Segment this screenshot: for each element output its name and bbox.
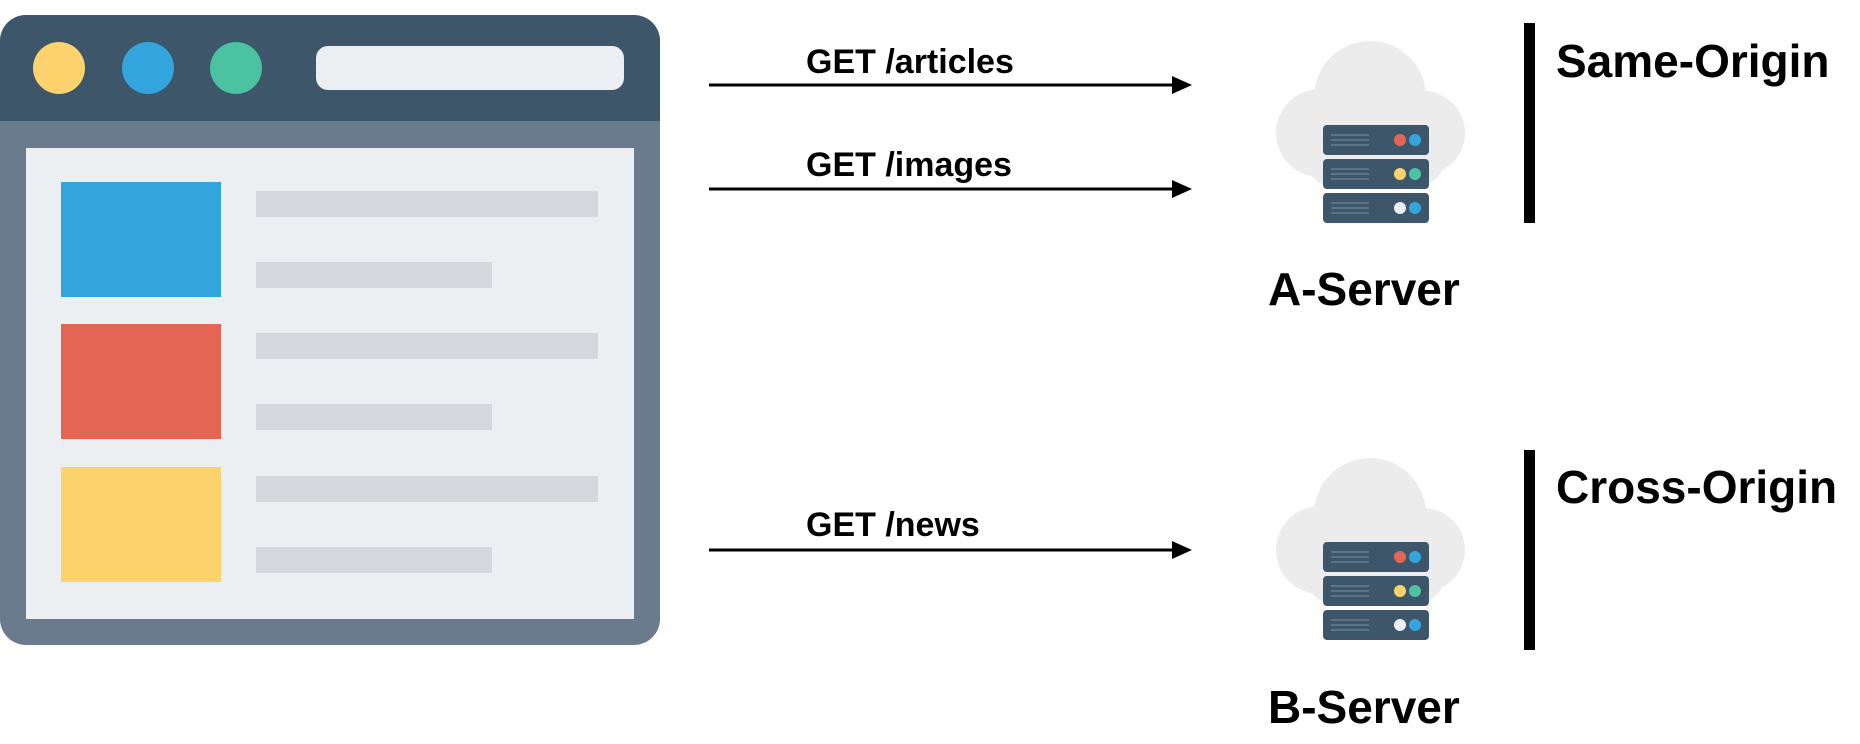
- text-placeholder-line: [256, 547, 492, 573]
- text-placeholder-line: [256, 191, 598, 217]
- server-label-b: B-Server: [1268, 681, 1460, 733]
- traffic-light-green: [210, 42, 262, 94]
- request-label-images: GET /images: [806, 146, 1012, 184]
- cross-origin-label: Cross-Origin: [1556, 461, 1838, 513]
- server-label-a: A-Server: [1268, 263, 1460, 315]
- text-placeholder-line: [256, 404, 492, 430]
- content-thumbnail-yellow: [61, 467, 221, 582]
- text-placeholder-line: [256, 262, 492, 288]
- content-thumbnail-blue: [61, 182, 221, 297]
- browser-window-illustration: [0, 15, 660, 645]
- request-label-news: GET /news: [806, 506, 980, 544]
- same-origin-bracket: [1524, 23, 1535, 223]
- text-placeholder-line: [256, 476, 598, 502]
- traffic-light-blue: [122, 42, 174, 94]
- arrow-get-news: [709, 541, 1192, 559]
- arrow-get-articles: [709, 76, 1192, 94]
- cross-origin-bracket: [1524, 450, 1535, 650]
- content-thumbnail-red: [61, 324, 221, 439]
- request-label-articles: GET /articles: [806, 43, 1014, 81]
- cloud-server-icon: [1276, 41, 1465, 223]
- arrow-get-images: [709, 180, 1192, 198]
- address-bar: [316, 46, 624, 90]
- browser-content-area: [26, 148, 634, 619]
- cloud-server-icon: [1276, 458, 1465, 640]
- same-origin-label: Same-Origin: [1556, 35, 1830, 87]
- text-placeholder-line: [256, 333, 598, 359]
- traffic-light-yellow: [33, 42, 85, 94]
